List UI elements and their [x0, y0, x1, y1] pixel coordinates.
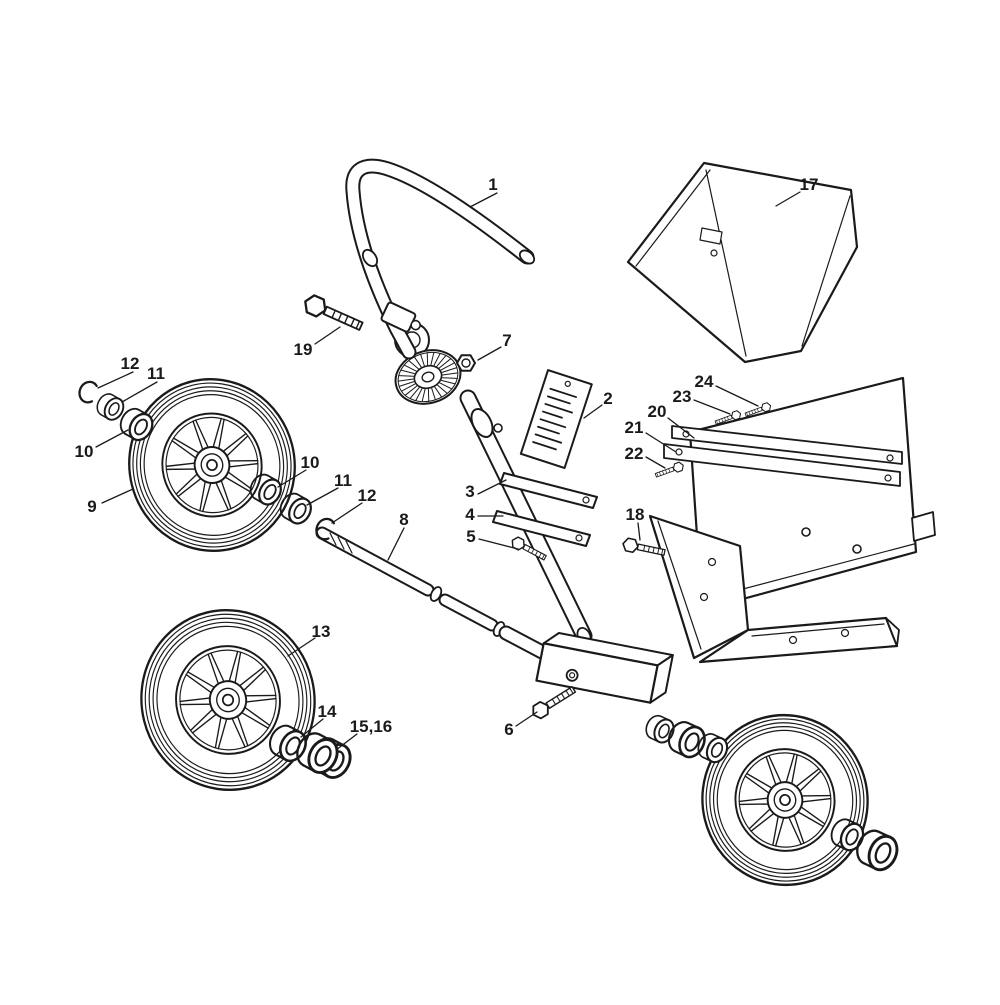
callout-10b: 10: [301, 453, 320, 472]
support-column: [459, 389, 593, 645]
callout-4: 4: [465, 505, 475, 524]
callout-24: 24: [695, 372, 714, 391]
callout-6: 6: [504, 720, 513, 739]
flat-bar-4: [492, 510, 591, 547]
callout-11a: 11: [147, 364, 165, 383]
axle-assembly-8: [315, 526, 550, 660]
callout-23: 23: [673, 387, 692, 406]
sprocket-drum: [394, 349, 462, 405]
callout-12a: 12: [121, 354, 140, 373]
wheel-rear: [701, 713, 869, 887]
callout-5: 5: [466, 527, 475, 546]
callout-10a: 10: [75, 442, 94, 461]
callout-15-16: 15,16: [350, 717, 393, 736]
nut-7: [456, 354, 476, 372]
callout-21: 21: [625, 418, 644, 437]
wheel-9: [128, 378, 296, 552]
snap-ring-12a: [75, 377, 100, 406]
callout-8: 8: [399, 510, 408, 529]
callout-14: 14: [318, 702, 337, 721]
callout-22: 22: [625, 444, 644, 463]
guard-plate-17: [626, 161, 859, 364]
bearing-set-rear-left: [641, 711, 732, 767]
callout-12b: 12: [358, 486, 377, 505]
callout-18: 18: [626, 505, 645, 524]
bolt-19: [300, 291, 366, 336]
screw-6: [528, 682, 579, 722]
base-foot-plate: [698, 616, 900, 664]
handle-tube-1: [345, 158, 536, 360]
callout-13: 13: [312, 622, 331, 641]
callout-17: 17: [800, 175, 819, 194]
flat-bar-3: [499, 472, 598, 509]
callout-9: 9: [87, 497, 96, 516]
callout-1: 1: [488, 175, 497, 194]
callout-2: 2: [603, 389, 612, 408]
callout-11b: 11: [334, 471, 352, 490]
box-beam: [535, 632, 674, 704]
callout-layer: 1 17 19 12 11 10 9 7 2 20 21 22 23 24 3 …: [75, 175, 819, 751]
wheel-13: [140, 609, 316, 791]
callout-19: 19: [294, 340, 313, 359]
callout-3: 3: [465, 482, 474, 501]
callout-7: 7: [502, 331, 511, 350]
model-plate-2: [519, 369, 593, 470]
callout-20: 20: [648, 402, 667, 421]
